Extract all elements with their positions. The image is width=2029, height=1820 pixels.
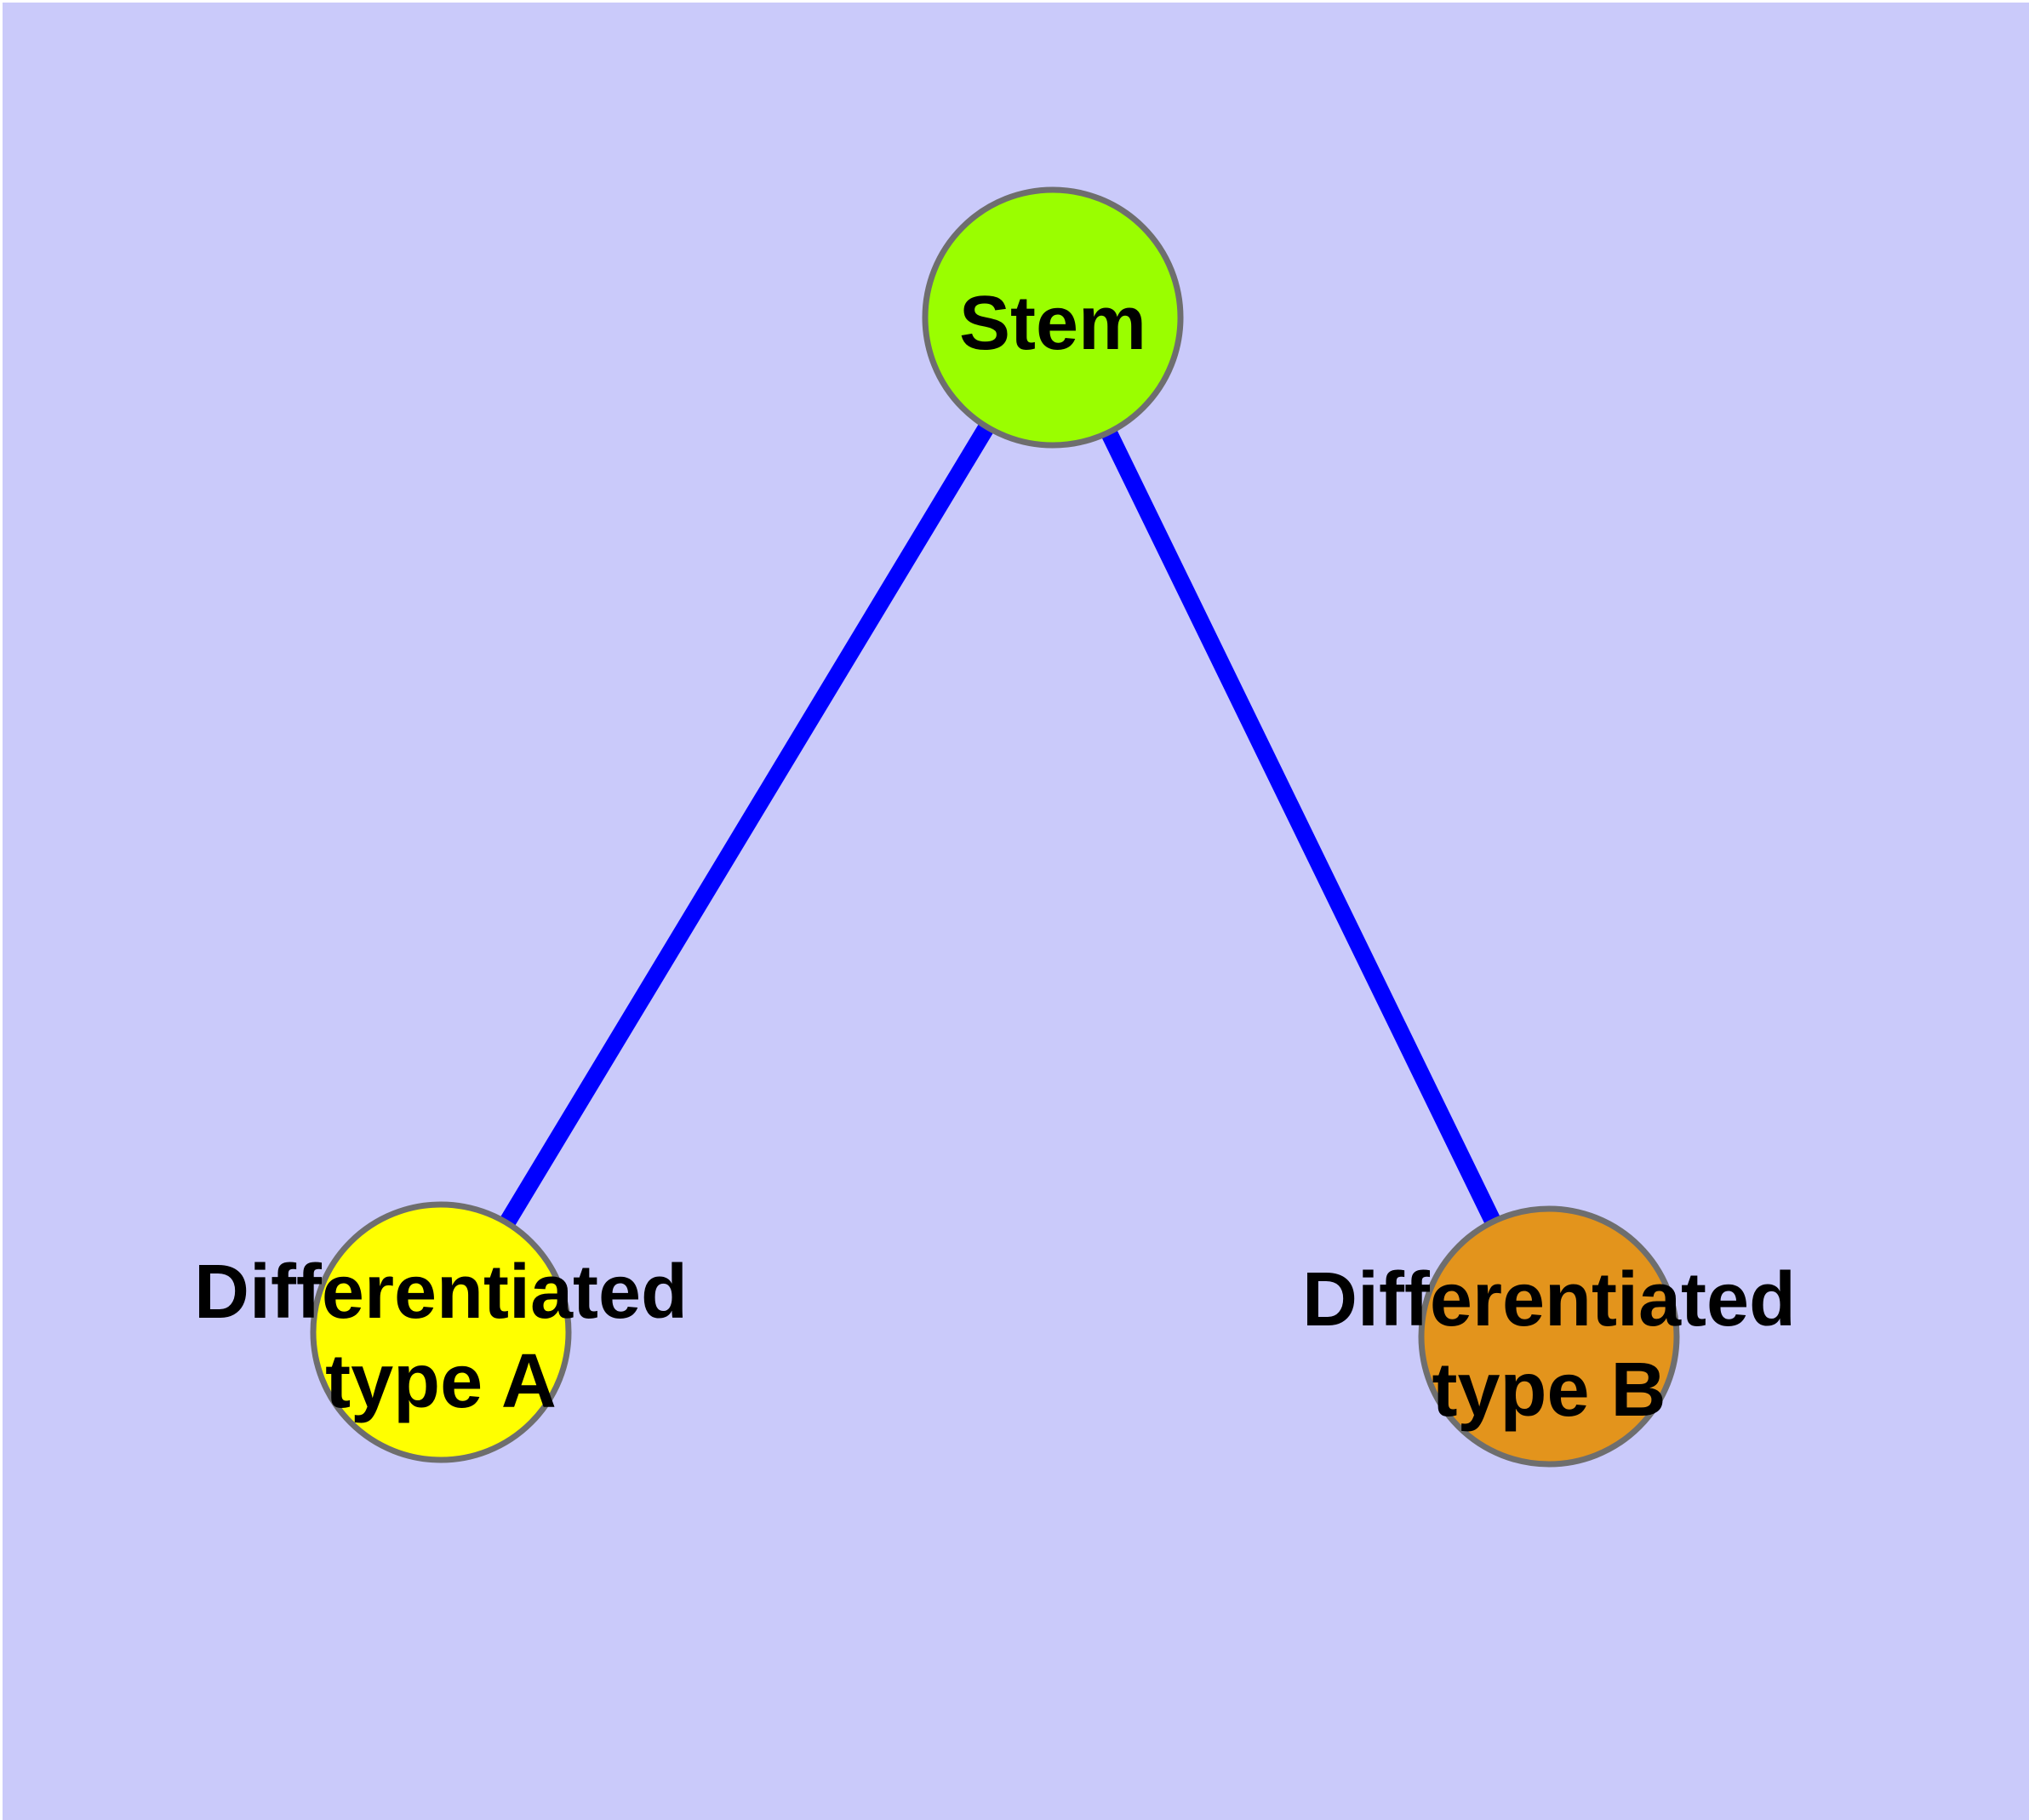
edge-stem-to-type-b (1045, 313, 1557, 1341)
node-label-stem: Stem (959, 281, 1146, 366)
node-differentiated-type-a (310, 1201, 572, 1463)
node-stem (922, 186, 1184, 449)
node-label-type-a-line-2: type A (325, 1339, 557, 1424)
edge-stem-to-type-a (433, 312, 1060, 1337)
node-label-type-b-line-1: Differentiated (1302, 1257, 1796, 1342)
node-differentiated-type-b (1418, 1205, 1680, 1468)
node-label-type-b-line-2: type B (1432, 1348, 1666, 1433)
node-label-type-a-line-1: Differentiated (194, 1250, 688, 1335)
